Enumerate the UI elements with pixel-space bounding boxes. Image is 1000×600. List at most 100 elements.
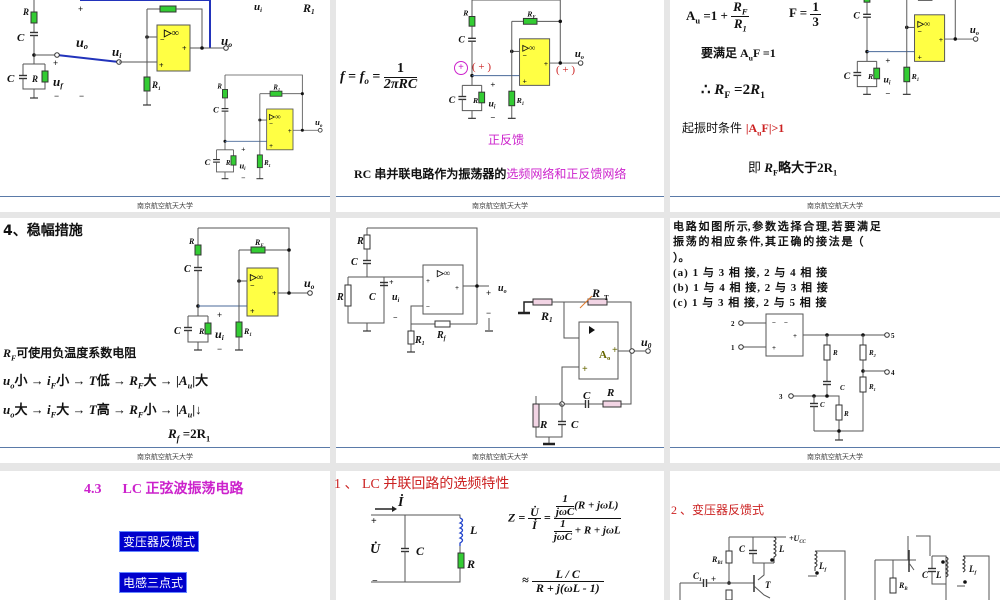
footer-text: 南京航空航天大学: [472, 202, 528, 210]
question-line: 电 路 如 图 所 示, 参 数 选 择 合 理, 若 要 满 足: [673, 221, 881, 233]
chain-part: A: [178, 373, 188, 388]
t: ): [595, 580, 600, 595]
denominator: 2πRC: [383, 76, 418, 92]
t: =2R: [179, 426, 207, 441]
t: R: [750, 82, 761, 98]
amplitude-chain-2: uo大 → iF大 → T高 → RF小 → |Au|↓: [3, 399, 202, 420]
slide-1[interactable]: [0, 0, 330, 212]
den: 3: [812, 13, 819, 29]
caption-text: RC 串并联电路作为振荡器的: [354, 167, 507, 181]
chain-part: R: [129, 373, 138, 388]
phase-output: ( + ): [556, 64, 576, 76]
chain-part: u: [3, 373, 11, 388]
rhs: =1 +: [700, 7, 732, 23]
rf-result: ∴ RF =2R1: [701, 80, 765, 101]
subscript: f: [176, 433, 180, 444]
t: ≈: [522, 572, 529, 587]
t: jωC: [553, 530, 573, 543]
footer-text: 南京航空航天大学: [807, 453, 863, 461]
chain-part: 大 → |: [143, 373, 179, 388]
chain-part: 小 →: [56, 373, 89, 388]
t: |A: [745, 121, 758, 135]
t: 略大于: [778, 161, 818, 176]
t: R: [168, 426, 177, 441]
footer-text: 南京航空航天大学: [137, 453, 193, 461]
rf-slightly-greater: 即 RF略大于2R1: [748, 157, 837, 178]
t: ∴: [701, 82, 715, 98]
chain-part: 大 →: [14, 402, 47, 417]
ntc-note: RF可使用负温度系数电阻: [3, 344, 136, 362]
subscript: F: [724, 90, 731, 101]
slide9-title: 2 、变压器反馈式: [671, 503, 765, 517]
slide-9[interactable]: [670, 471, 1000, 600]
phase-input: ( + ): [472, 61, 492, 73]
subscript: u: [695, 15, 701, 26]
start-condition: 起振时条件 |AuF|>1: [682, 119, 784, 137]
subscript: o: [10, 380, 15, 391]
chain-part: T: [88, 402, 97, 417]
footer-text: 南京航空航天大学: [472, 453, 528, 461]
t: R: [764, 160, 773, 175]
rf-equation: Rf =2R1: [168, 426, 210, 444]
t: jωC: [555, 505, 575, 518]
footer-divider: [0, 447, 330, 448]
chain-part: 大 →: [56, 402, 89, 417]
question-block: 电 路 如 图 所 示, 参 数 选 择 合 理, 若 要 满 足 振 荡 的 …: [673, 220, 999, 312]
subscript: 1: [206, 433, 211, 444]
t: İ: [532, 518, 537, 533]
t: + R + jωL: [572, 524, 621, 537]
subscript: u: [757, 128, 762, 138]
t: F|>1: [761, 121, 785, 135]
condition-text: 要满足 AuF =1: [701, 44, 776, 62]
chain-part: 高 →: [96, 402, 130, 417]
chain-part: A: [178, 402, 188, 417]
slide8-title: 1 、 LC 并联回路的选频特性: [334, 477, 510, 492]
t: 1: [589, 580, 596, 595]
subscript: F: [137, 380, 144, 391]
t: U̇: [528, 504, 541, 520]
footer-divider: [336, 196, 664, 197]
footer-text: 南京航空航天大学: [137, 202, 193, 210]
slide-5[interactable]: [336, 218, 664, 463]
f-symbol: f: [340, 69, 345, 85]
t: 1: [553, 519, 573, 532]
footer-divider: [336, 447, 664, 448]
slide-4[interactable]: [0, 218, 330, 463]
subscript: F: [50, 409, 57, 420]
transformer-feedback-link[interactable]: 变压器反馈式: [119, 531, 200, 552]
fraction: U̇İ: [528, 504, 541, 533]
chain-part: |↓: [192, 402, 202, 417]
t: 即: [748, 160, 765, 175]
footer-text: 南京航空航天大学: [807, 202, 863, 210]
f-eq: F =: [789, 5, 811, 21]
equals: =: [344, 69, 360, 85]
t: =2: [730, 82, 751, 98]
t: =: [543, 510, 551, 525]
subscript: 1: [833, 167, 838, 178]
subscript: u: [187, 409, 193, 420]
t: 起振时条件: [682, 121, 746, 135]
a-symbol: A: [686, 7, 696, 23]
num: 1: [810, 0, 821, 15]
slide7-title: 4.3 LC 正弦波振荡电路: [84, 482, 244, 497]
chain-part: 小 →: [14, 373, 47, 388]
option-c[interactable]: (c) 1 与 3 相 接, 2 与 5 相 接: [673, 297, 828, 310]
question-line: ）。: [673, 251, 690, 264]
numerator: 1: [383, 61, 418, 78]
t: R: [3, 346, 12, 360]
den: R: [733, 16, 743, 32]
equals: =: [368, 69, 381, 85]
subscript: u: [748, 53, 754, 63]
inductive-three-point-link[interactable]: 电感三点式: [119, 572, 188, 593]
option-a[interactable]: (a) 1 与 3 相 接, 2 与 4 相 接: [673, 266, 829, 279]
option-b[interactable]: (b) 1 与 4 相 接, 2 与 3 相 接: [673, 282, 829, 295]
t: R: [714, 82, 725, 98]
t: F =1: [753, 46, 776, 60]
footer-divider: [670, 196, 1000, 197]
